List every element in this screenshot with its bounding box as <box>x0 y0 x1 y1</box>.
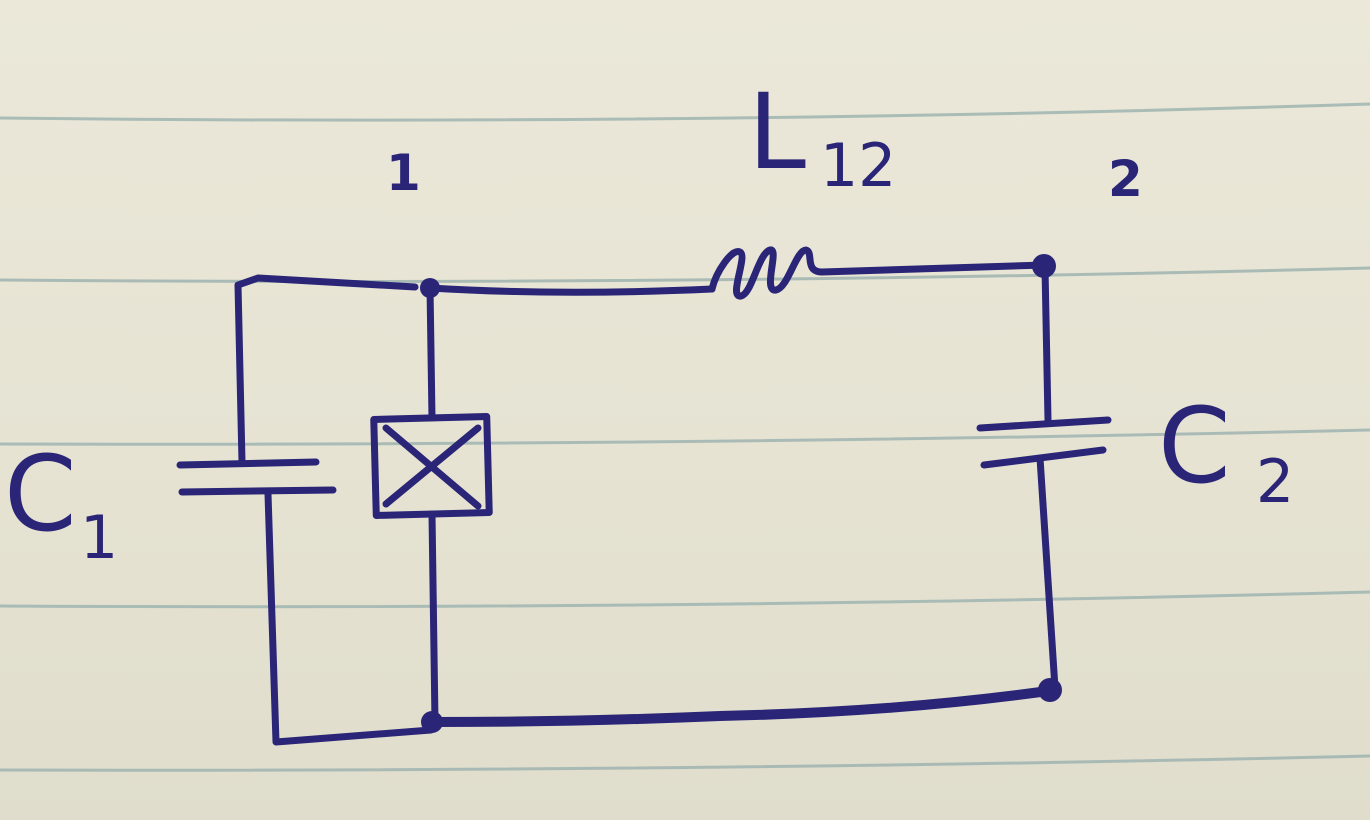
rule-line <box>0 102 1370 122</box>
wire-c1-bottom <box>264 490 435 746</box>
rule-line <box>0 266 1370 283</box>
capacitor2-plate-bottom <box>980 446 1107 469</box>
capacitor1-plate-bottom <box>178 486 337 496</box>
inductor-coil <box>708 246 826 300</box>
circuit-ink <box>176 246 1112 746</box>
rule-line <box>0 428 1370 446</box>
ground-left-dot <box>421 711 443 733</box>
rule-line <box>0 590 1370 609</box>
capacitor2-plate-top <box>976 416 1112 432</box>
inductor-subscript: 12 <box>820 131 896 201</box>
wire-c2-bottom <box>1036 454 1059 692</box>
node2-dot <box>1032 254 1056 278</box>
josephson-junction-cross-b <box>382 424 482 508</box>
node2-label: 2 <box>1108 150 1143 208</box>
capacitor2-label: C <box>1158 385 1231 507</box>
rule-line <box>0 754 1370 772</box>
wire-top-left <box>426 284 716 296</box>
node-dots <box>420 254 1062 733</box>
ruled-lines <box>0 102 1370 772</box>
node1-label: 1 <box>386 144 421 202</box>
wire-bottom <box>427 685 1060 727</box>
wire-node1-to-junction <box>426 283 436 422</box>
wire-junction-to-bottom <box>428 510 439 726</box>
ground-right-dot <box>1038 678 1062 702</box>
wire-c1-top <box>234 274 419 466</box>
node1-dot <box>420 278 440 298</box>
capacitor1-plate-top <box>176 458 320 469</box>
capacitor1-subscript: 1 <box>80 503 118 573</box>
capacitor2-subscript: 2 <box>1256 447 1294 517</box>
wire-top-right <box>818 261 1049 276</box>
inductor-label: L <box>748 71 806 193</box>
capacitor1-label: C <box>4 433 77 555</box>
wire-c2-top <box>1041 264 1052 424</box>
